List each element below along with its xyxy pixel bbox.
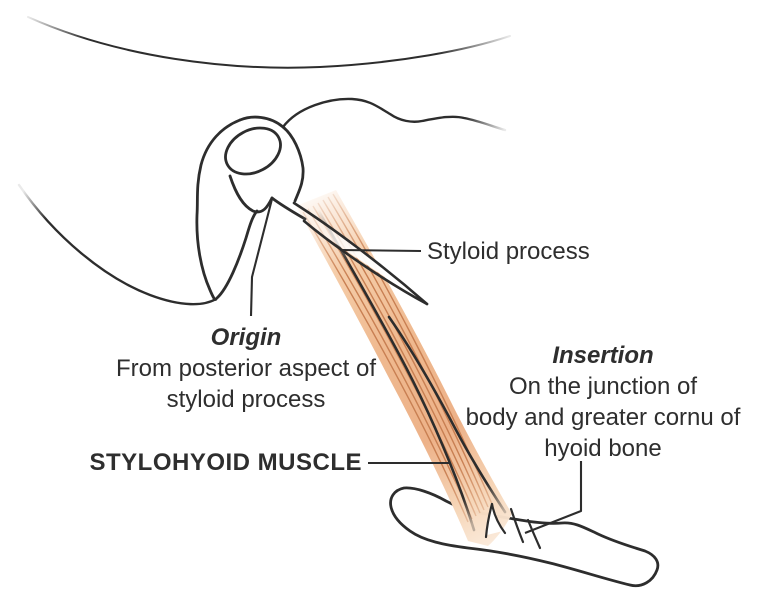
zygomatic-arch-curve: [281, 97, 507, 132]
muscle-insertion-slips: [484, 502, 542, 550]
styloid-lower-edge: [302, 219, 429, 306]
external-acoustic-meatus: [224, 126, 282, 176]
styloid-process: [292, 201, 429, 306]
origin-heading: Origin: [210, 324, 282, 351]
mastoid-inner-edge: [215, 209, 259, 300]
insertion-callout: Insertion On the junction of body and gr…: [442, 340, 764, 464]
stylohyoid-muscle: [296, 190, 512, 546]
origin-callout: Origin From posterior aspect of styloid …: [85, 322, 407, 415]
jaw-curve: [17, 183, 218, 306]
skull-base-curve: [27, 16, 511, 69]
insertion-heading: Insertion: [552, 342, 654, 369]
muscle-right-edge: [387, 315, 507, 514]
styloid-upper-edge: [292, 201, 429, 306]
leader-lines: [249, 198, 583, 534]
origin-line2: styloid process: [166, 386, 326, 413]
styloid-process-body: [296, 204, 427, 304]
hyoid-bone: [389, 486, 660, 588]
insertion-line3: hyoid bone: [544, 435, 662, 462]
insertion-line2: body and greater cornu of: [465, 404, 741, 431]
temporal-bone-top-edge: [238, 115, 285, 129]
origin-line1: From posterior aspect of: [115, 355, 377, 382]
fossa-curve: [228, 174, 274, 214]
skull-linework: [17, 16, 511, 306]
origin-leader-line: [249, 198, 274, 317]
insertion-leader-line: [524, 461, 583, 534]
styloid-process-label: Styloid process: [427, 238, 590, 265]
insertion-line1: On the junction of: [508, 373, 698, 400]
stylohyoid-muscle-title: STYLOHYOID MUSCLE: [89, 449, 362, 476]
styloid-leader-line: [341, 248, 422, 253]
mastoid-outer-edge: [195, 118, 242, 301]
temporal-bone-right-edge: [281, 125, 305, 203]
